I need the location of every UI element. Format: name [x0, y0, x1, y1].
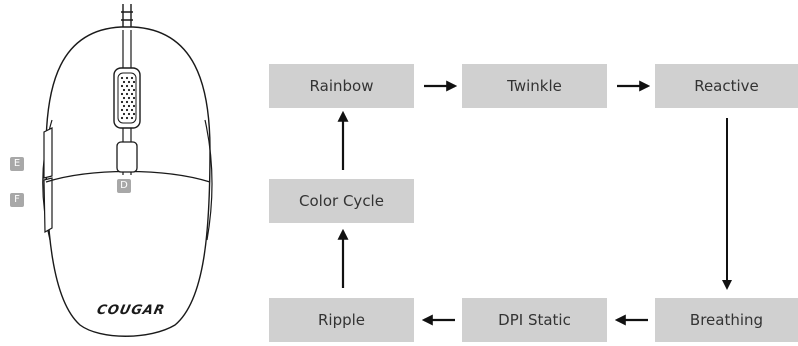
wheel-dot	[125, 76, 129, 80]
wheel-dot	[122, 80, 126, 84]
wheel-dot	[127, 80, 131, 84]
dpi-button-shape	[116, 141, 138, 173]
wheel-dot	[122, 88, 126, 92]
wheel-dot	[125, 84, 129, 88]
mode-twinkle: Twinkle	[462, 64, 607, 108]
wheel-dot	[127, 96, 131, 100]
mode-color-cycle: Color Cycle	[269, 179, 414, 223]
wheel-dot	[120, 76, 124, 80]
wheel-dot	[130, 84, 134, 88]
wheel-dot	[132, 88, 136, 92]
wheel-dot	[130, 100, 134, 104]
mode-rainbow: Rainbow	[269, 64, 414, 108]
mode-dpi-static: DPI Static	[462, 298, 607, 342]
wheel-dot	[127, 88, 131, 92]
wheel-dot	[127, 104, 131, 108]
wheel-dot	[120, 116, 124, 120]
dpi-button-d-badge: D	[117, 179, 131, 193]
wheel-dot	[125, 92, 129, 96]
scroll-wheel-texture	[120, 76, 136, 120]
wheel-dot	[130, 76, 134, 80]
wheel-dot	[132, 96, 136, 100]
wheel-dot	[132, 112, 136, 116]
mode-reactive: Reactive	[655, 64, 798, 108]
mode-ripple: Ripple	[269, 298, 414, 342]
wheel-dot	[127, 112, 131, 116]
wheel-dot	[120, 84, 124, 88]
wheel-dot	[130, 92, 134, 96]
wheel-dot	[130, 116, 134, 120]
wheel-dot	[120, 100, 124, 104]
wheel-dot	[132, 80, 136, 84]
wheel-dot	[120, 92, 124, 96]
side-button-e-shape	[43, 127, 53, 179]
wheel-dot	[120, 108, 124, 112]
mouse-right-grip	[204, 119, 213, 241]
mode-breathing: Breathing	[655, 298, 798, 342]
wheel-dot	[125, 108, 129, 112]
wheel-dot	[125, 116, 129, 120]
mouse-cable	[121, 4, 133, 30]
wheel-dot	[122, 112, 126, 116]
wheel-dot	[122, 96, 126, 100]
wheel-dot	[122, 104, 126, 108]
side-button-f-badge: F	[10, 193, 24, 207]
wheel-dot	[125, 100, 129, 104]
side-button-f-shape	[43, 177, 53, 234]
wheel-dot	[130, 108, 134, 112]
wheel-dot	[132, 104, 136, 108]
side-button-e-badge: E	[10, 157, 24, 171]
